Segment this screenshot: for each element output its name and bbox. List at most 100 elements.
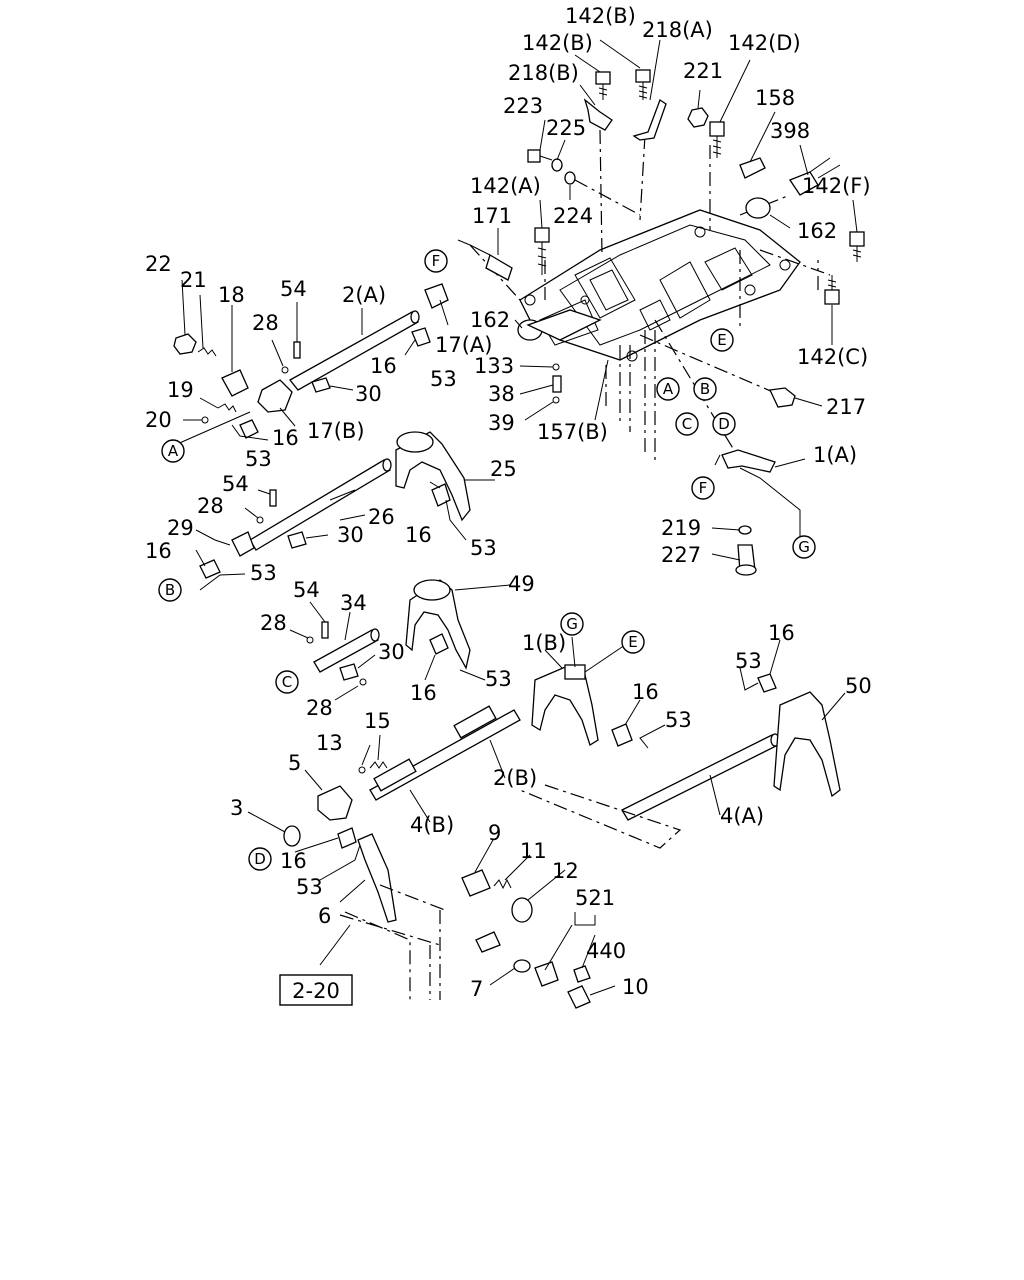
part-label: 218(A)	[642, 18, 713, 42]
part-label: 221	[683, 59, 723, 83]
svg-text:A: A	[168, 442, 179, 460]
part-label: 49	[508, 572, 535, 596]
top-fasteners	[457, 69, 865, 408]
part-label: 162	[797, 219, 837, 243]
part-label: 219	[661, 516, 701, 540]
part-label: 4(A)	[720, 804, 764, 828]
part-label: 53	[485, 667, 512, 691]
part-label: 53	[245, 447, 272, 471]
part-label: 53	[250, 561, 277, 585]
part-label: 28	[197, 494, 224, 518]
part-label: 218(B)	[508, 61, 579, 85]
part-label: 17(A)	[435, 333, 492, 357]
callout-c-left	[275, 670, 299, 694]
part-label: 16	[145, 539, 172, 563]
part-label: 12	[552, 859, 579, 883]
callout-d-left	[248, 847, 272, 871]
part-label: 28	[252, 311, 279, 335]
part-label: 26	[368, 505, 395, 529]
part-label: 142(B)	[565, 4, 636, 28]
part-label: 39	[488, 411, 515, 435]
part-label: 30	[378, 640, 405, 664]
part-label: 133	[474, 354, 514, 378]
leader-lines	[174, 39, 858, 996]
callout-e-right	[710, 328, 734, 352]
part-label: 54	[222, 472, 249, 496]
part-label: 11	[520, 839, 547, 863]
shift-rail-2b-assembly	[283, 664, 633, 923]
part-label: 16	[272, 426, 299, 450]
part-label: 50	[845, 674, 872, 698]
part-label: 13	[316, 731, 343, 755]
callout-g-mid	[560, 612, 584, 636]
part-label: 29	[167, 516, 194, 540]
callout-markers: F E A B C D A F G B C G E D	[158, 249, 816, 871]
part-label: 398	[770, 119, 810, 143]
svg-text:D: D	[254, 850, 266, 868]
part-label: 18	[218, 283, 245, 307]
svg-text:G: G	[566, 615, 578, 633]
part-label: 157(B)	[537, 420, 608, 444]
svg-text:B: B	[165, 581, 175, 599]
part-label: 53	[665, 708, 692, 732]
part-label: 1(B)	[522, 631, 566, 655]
callout-d-mid	[712, 412, 736, 436]
part-label: 142(A)	[470, 174, 541, 198]
part-label: 142(C)	[797, 345, 868, 369]
svg-text:C: C	[682, 415, 692, 433]
part-label: 53	[296, 875, 323, 899]
callout-c-mid	[675, 412, 699, 436]
part-label: 158	[755, 86, 795, 110]
part-label: 5	[288, 751, 301, 775]
svg-text:E: E	[717, 331, 726, 349]
part-label: 224	[553, 204, 593, 228]
part-label: 30	[355, 382, 382, 406]
part-label: 142(B)	[522, 31, 593, 55]
callout-f-top	[424, 249, 448, 273]
part-label: 162	[470, 308, 510, 332]
part-label: 28	[260, 611, 287, 635]
part-label: 16	[768, 621, 795, 645]
part-labels: 142(B) 218(A) 142(B) 142(D) 218(B) 221 1…	[145, 4, 872, 1001]
lever-1a	[721, 449, 776, 576]
svg-text:F: F	[432, 252, 441, 270]
svg-text:D: D	[718, 415, 730, 433]
reference-box-label: 2-20	[292, 979, 340, 1003]
part-label: 142(D)	[728, 31, 801, 55]
callout-b-left	[158, 578, 182, 602]
lower-construction-lines	[339, 784, 682, 1000]
part-label: 20	[145, 408, 172, 432]
part-label: 521	[575, 886, 615, 910]
shift-rail-2a-assembly	[173, 283, 449, 439]
part-label: 15	[364, 709, 391, 733]
bottom-switch-assembly	[475, 931, 591, 1009]
part-label: 53	[470, 536, 497, 560]
part-label: 142(F)	[802, 174, 871, 198]
part-label: 6	[318, 904, 331, 928]
svg-text:E: E	[628, 633, 637, 651]
part-label: 16	[405, 523, 432, 547]
callout-g-right	[792, 535, 816, 559]
part-label: 34	[340, 591, 367, 615]
part-label: 54	[280, 277, 307, 301]
part-label: 1(A)	[813, 443, 857, 467]
callout-a-mid	[656, 377, 680, 401]
part-label: 17(B)	[307, 419, 365, 443]
part-label: 171	[472, 204, 512, 228]
part-label: 7	[470, 977, 483, 1001]
part-label: 227	[661, 543, 701, 567]
part-label: 2(A)	[342, 283, 386, 307]
callout-e-mid	[621, 630, 645, 654]
svg-text:B: B	[700, 380, 710, 398]
svg-text:G: G	[798, 538, 810, 556]
part-label: 54	[293, 578, 320, 602]
part-label: 16	[370, 354, 397, 378]
shift-rail-26-assembly	[199, 431, 471, 579]
part-label: 19	[167, 378, 194, 402]
part-label: 30	[337, 523, 364, 547]
svg-text:F: F	[699, 479, 708, 497]
part-label: 2(B)	[493, 766, 537, 790]
part-label: 53	[735, 649, 762, 673]
part-label: 22	[145, 252, 172, 276]
